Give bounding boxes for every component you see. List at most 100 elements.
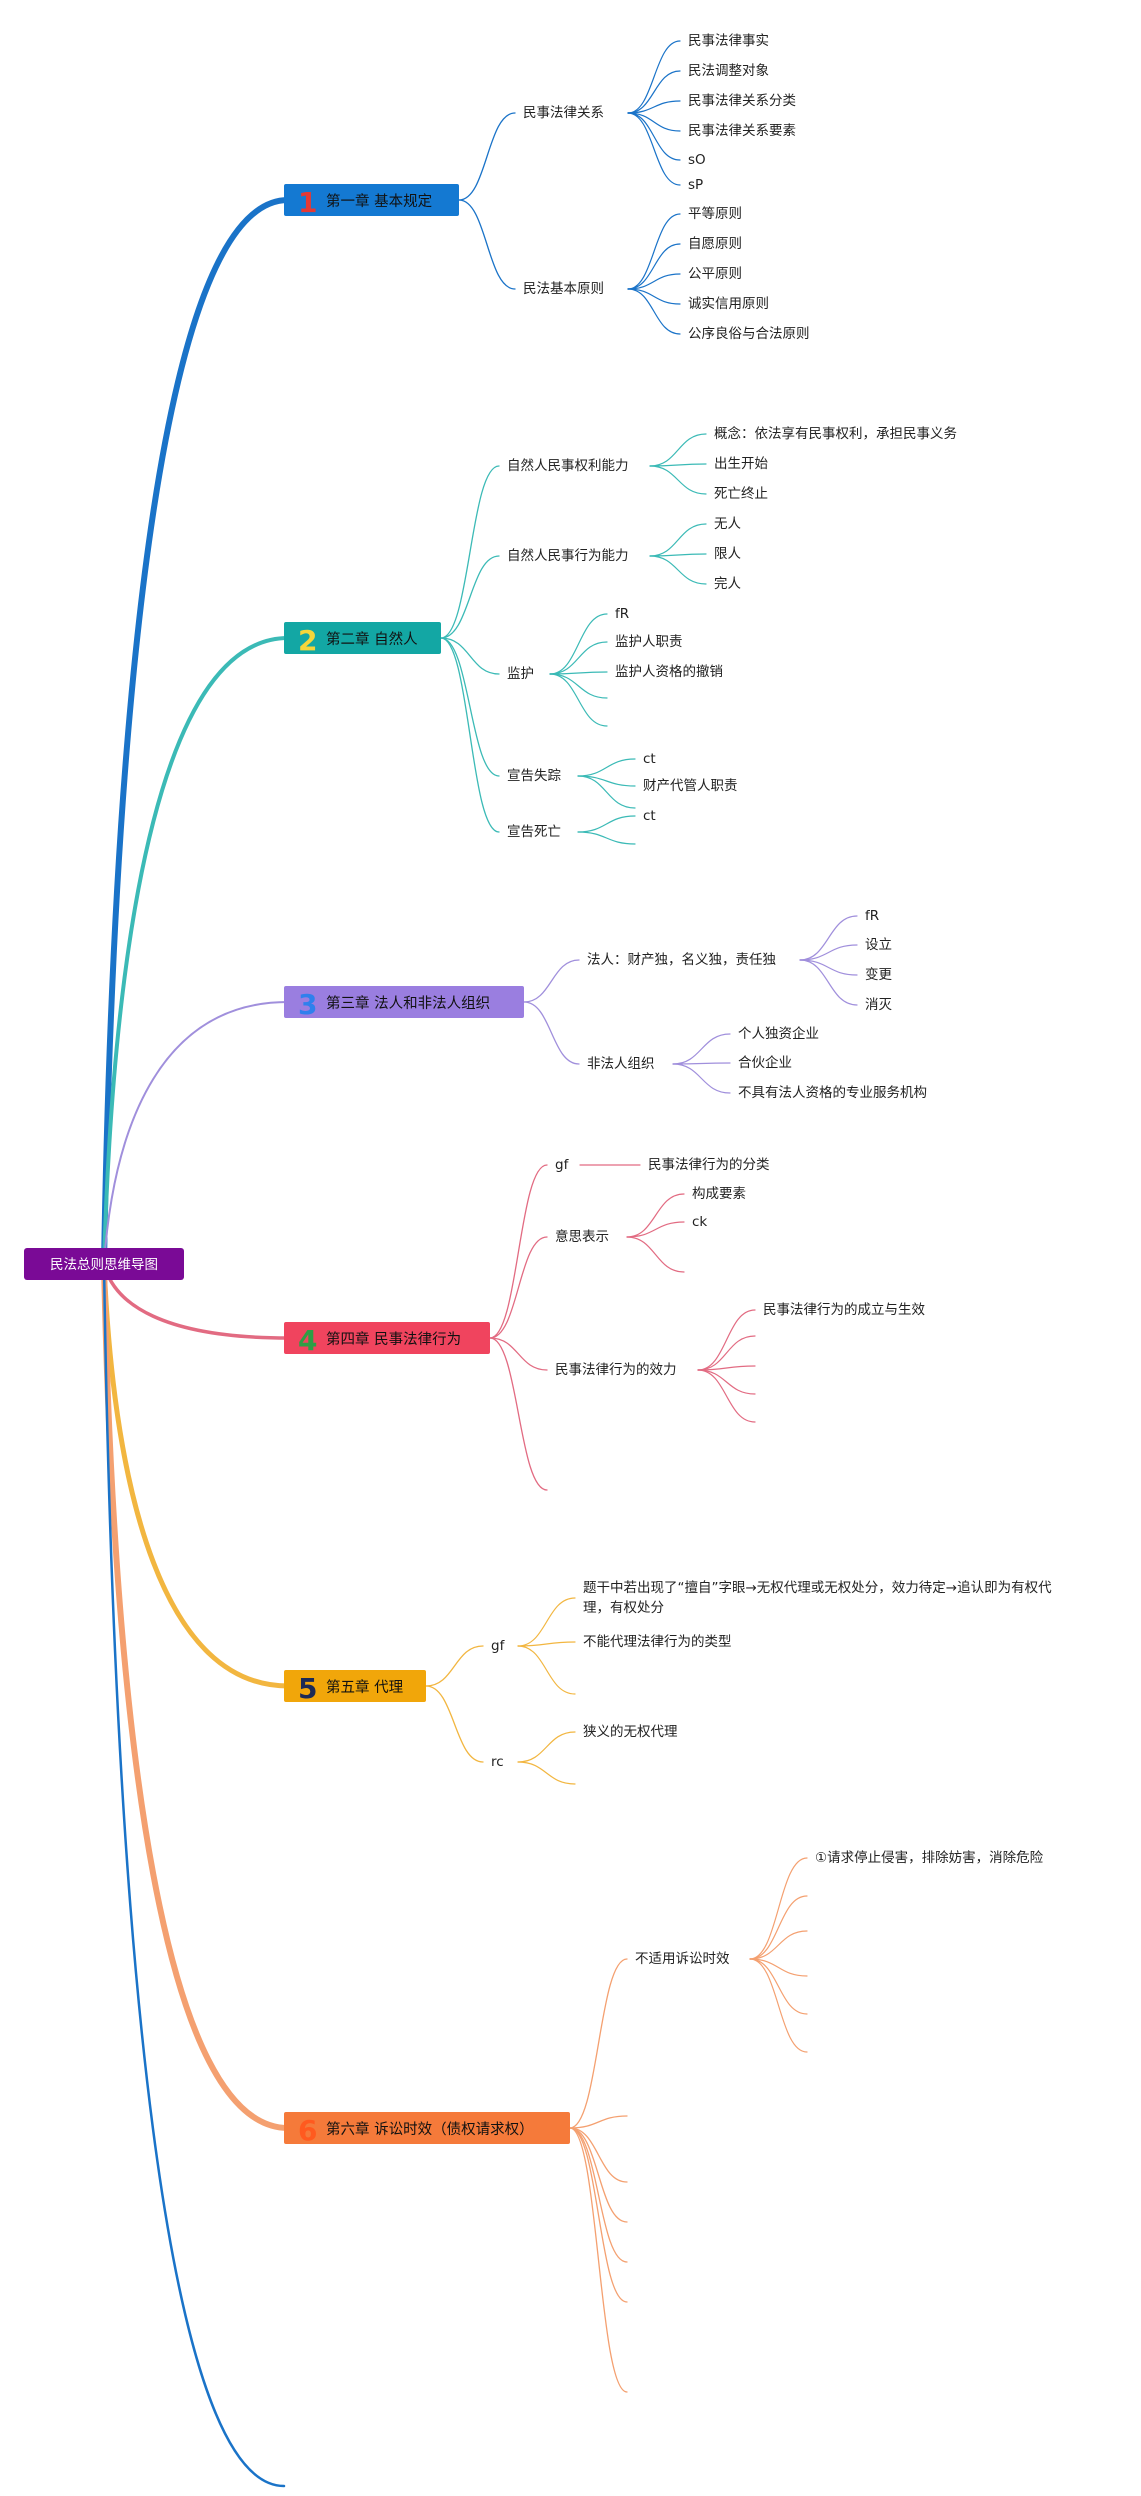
subtopic-label[interactable]: 宣告失踪 (507, 768, 561, 784)
node-layer: 民法总则思维导图 1 第一章 基本规定 2 第二章 自然人 3 第三章 法人和非… (24, 33, 1056, 2147)
leaf-label[interactable]: sO (688, 152, 706, 168)
leaf-label[interactable]: 财产代管人职责 (643, 778, 738, 794)
edge (577, 815, 636, 833)
leaf-label[interactable]: 限人 (714, 546, 742, 562)
edge (626, 1221, 685, 1238)
edge (627, 70, 681, 114)
edge (458, 112, 516, 201)
leaf-label[interactable]: ①请求停止侵害，排除妨害，消除危险 (815, 1849, 1044, 1866)
edge (577, 758, 636, 777)
connector-layer (101, 40, 858, 2488)
leaf-label[interactable]: 自愿原则 (688, 236, 742, 252)
subtopic-label[interactable]: gf (555, 1157, 570, 1173)
leaf-label[interactable]: 民事法律关系分类 (688, 93, 796, 109)
leaf-label[interactable]: 公序良俗与合法原则 (688, 326, 810, 342)
subtopic-label[interactable]: 法人：财产独，名义独，责任独 (587, 952, 776, 968)
chapter-node-1[interactable]: 1 第一章 基本规定 (284, 184, 459, 219)
leaf-label[interactable]: 无人 (714, 516, 742, 532)
edge (489, 1164, 548, 1339)
edge (440, 637, 500, 833)
edge (517, 1761, 576, 1785)
edge (697, 1369, 756, 1395)
edge (517, 1645, 576, 1695)
subtopic-label[interactable]: 民法基本原则 (523, 280, 604, 297)
leaf-label[interactable]: 民事法律行为的分类 (648, 1157, 770, 1173)
leaf-label[interactable]: 变更 (865, 967, 893, 983)
leaf-label[interactable]: 消灭 (865, 997, 893, 1013)
edge (440, 465, 500, 639)
chapter-node-2[interactable]: 2 第二章 自然人 (284, 622, 441, 657)
chapter-number: 5 (298, 1672, 317, 1705)
subtopic-label[interactable]: 民事法律关系 (523, 105, 604, 121)
root-node[interactable]: 民法总则思维导图 (24, 1248, 184, 1280)
trunk-chapter-3 (103, 1001, 289, 1265)
edge (489, 1337, 548, 1491)
leaf-label[interactable]: 平等原则 (688, 205, 742, 222)
edge (440, 555, 500, 639)
leaf-label[interactable]: 不具有法人资格的专业服务机构 (738, 1085, 927, 1101)
leaf-label[interactable]: ct (643, 751, 656, 767)
trunk-chapter-6 (101, 1261, 291, 2131)
edge (569, 2127, 628, 2303)
subtopic-label[interactable]: 非法人组织 (587, 1056, 655, 1072)
leaf-label[interactable]: ct (643, 808, 656, 824)
edge (672, 1033, 731, 1065)
edge (672, 1063, 731, 1094)
edge (749, 1958, 808, 2015)
chapter-node-5[interactable]: 5 第五章 代理 (284, 1670, 426, 1705)
leaf-label[interactable]: 民法调整对象 (688, 63, 769, 79)
subtopic-label[interactable]: rc (491, 1754, 504, 1770)
edge (799, 915, 858, 961)
leaf-label[interactable]: fR (865, 908, 879, 924)
leaf-label[interactable]: fR (615, 606, 629, 622)
edge (749, 1857, 808, 1960)
leaf-label[interactable]: 设立 (865, 937, 892, 953)
subtopic-label[interactable]: 自然人民事行为能力 (507, 547, 629, 564)
edge (749, 1895, 808, 1960)
chapter-node-6[interactable]: 6 第六章 诉讼时效（债权请求权） (284, 2112, 570, 2147)
leaf-label[interactable]: 监护人资格的撤销 (615, 664, 723, 680)
chapter-label: 第五章 代理 (326, 1678, 404, 1696)
leaf-label[interactable]: ck (692, 1214, 707, 1230)
edge (627, 40, 681, 114)
subtopic-label[interactable]: 监护 (507, 666, 534, 682)
leaf-label[interactable]: 民事法律行为的成立与生效 (763, 1302, 925, 1318)
leaf-label[interactable]: 监护人职责 (615, 634, 683, 650)
edge (649, 433, 707, 467)
leaf-label[interactable]: 不能代理法律行为的类型 (583, 1634, 732, 1650)
subtopic-label[interactable]: 民事法律行为的效力 (555, 1362, 677, 1378)
chapter-number: 3 (298, 988, 317, 1021)
leaf-label[interactable]: sP (688, 177, 703, 193)
edge (440, 637, 500, 777)
chapter-node-4[interactable]: 4 第四章 民事法律行为 (284, 1322, 490, 1357)
leaf-label[interactable]: 诚实信用原则 (688, 296, 769, 312)
chapter-label: 第三章 法人和非法人组织 (326, 994, 490, 1012)
leaf-label[interactable]: 合伙企业 (738, 1054, 792, 1071)
leaf-label[interactable]: 完人 (714, 576, 742, 592)
subtopic-label[interactable]: gf (491, 1638, 506, 1654)
edge (458, 199, 516, 290)
leaf-label[interactable]: 出生开始 (714, 456, 768, 472)
leaf-label[interactable]: 公平原则 (688, 266, 742, 282)
subtopic-label[interactable]: 意思表示 (555, 1228, 609, 1245)
edge (569, 2127, 628, 2183)
leaf-label[interactable]: 民事法律事实 (688, 33, 769, 49)
edge (626, 1236, 685, 1273)
leaf-label[interactable]: 构成要素 (692, 1186, 746, 1202)
subtopic-label[interactable]: 自然人民事权利能力 (507, 457, 629, 474)
subtopic-label[interactable]: 宣告死亡 (507, 824, 561, 840)
chapter-number: 4 (298, 1324, 317, 1357)
leaf-label[interactable]: 死亡终止 (714, 486, 768, 502)
leaf-label[interactable]: 题干中若出现了“擅自”字眼→无权代理或无权处分，效力待定→追认即为有权代 理，有… (583, 1579, 1056, 1616)
subtopic-label[interactable]: 不适用诉讼时效 (635, 1951, 730, 1967)
edge (569, 2127, 628, 2393)
trunk-chapter-2 (102, 636, 290, 1266)
leaf-label[interactable]: 狭义的无权代理 (583, 1723, 678, 1740)
leaf-label[interactable]: 概念：依法享有民事权利，承担民事义务 (714, 425, 957, 442)
leaf-label[interactable]: 民事法律关系要素 (688, 123, 796, 139)
leaf-label[interactable]: 个人独资企业 (738, 1025, 819, 1042)
edge (627, 288, 681, 305)
chapter-node-3[interactable]: 3 第三章 法人和非法人组织 (284, 986, 524, 1021)
edge (523, 1001, 580, 1065)
edge (440, 637, 500, 675)
